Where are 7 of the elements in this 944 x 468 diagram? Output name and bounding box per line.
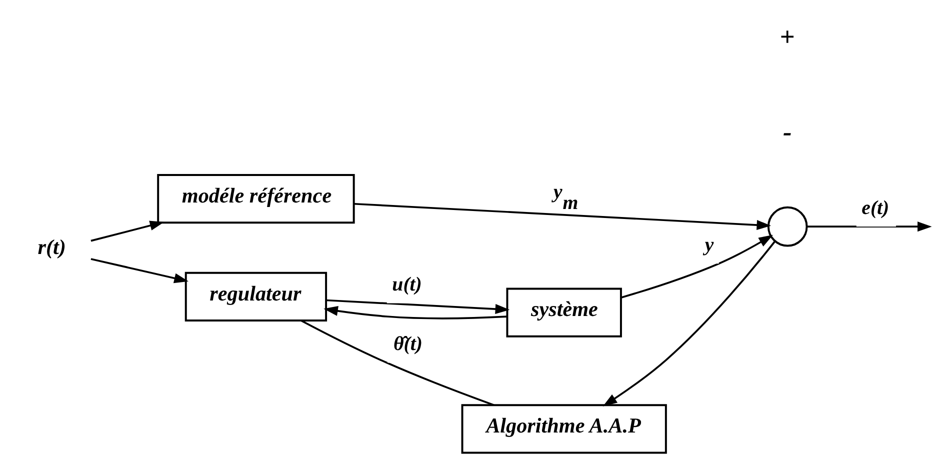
label: +	[780, 20, 795, 51]
edge-label: y	[704, 234, 714, 256]
node-text: r(t)	[38, 234, 66, 259]
edge-label: u(t)	[392, 273, 422, 296]
edge-label: e(t)	[862, 196, 890, 218]
edge-label: θ̂(t)	[393, 332, 423, 355]
label: -	[782, 116, 792, 146]
